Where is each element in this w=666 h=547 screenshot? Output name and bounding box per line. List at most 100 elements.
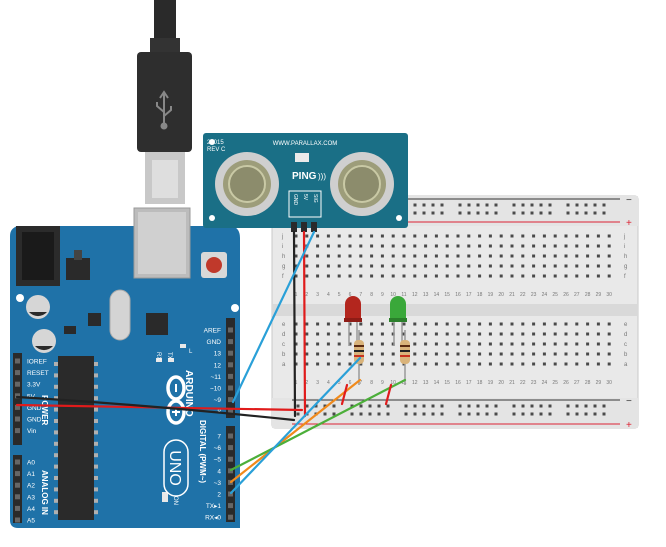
breadboard-hole[interactable] [532, 254, 536, 258]
rail-hole[interactable] [467, 203, 471, 207]
red-led[interactable] [344, 296, 362, 346]
breadboard-hole[interactable] [424, 244, 428, 248]
rail-hole[interactable] [296, 412, 300, 416]
breadboard-hole[interactable] [521, 342, 525, 346]
breadboard-hole[interactable] [510, 244, 514, 248]
breadboard-hole[interactable] [380, 332, 384, 336]
breadboard-hole[interactable] [456, 254, 460, 258]
rail-hole[interactable] [494, 412, 498, 416]
breadboard-hole[interactable] [521, 254, 525, 258]
rail-hole[interactable] [377, 404, 381, 408]
breadboard-hole[interactable] [456, 342, 460, 346]
breadboard-hole[interactable] [510, 234, 514, 238]
breadboard-hole[interactable] [326, 244, 330, 248]
breadboard-hole[interactable] [424, 274, 428, 278]
breadboard-hole[interactable] [478, 332, 482, 336]
rail-hole[interactable] [566, 404, 570, 408]
rail-hole[interactable] [431, 404, 435, 408]
breadboard-hole[interactable] [607, 332, 611, 336]
breadboard-hole[interactable] [521, 352, 525, 356]
digital-pin[interactable] [228, 456, 233, 462]
breadboard-hole[interactable] [467, 322, 471, 326]
breadboard-hole[interactable] [391, 362, 395, 366]
breadboard-hole[interactable] [586, 332, 590, 336]
breadboard-hole[interactable] [391, 332, 395, 336]
breadboard-hole[interactable] [467, 234, 471, 238]
breadboard-hole[interactable] [326, 322, 330, 326]
rail-hole[interactable] [404, 404, 408, 408]
breadboard-hole[interactable] [499, 274, 503, 278]
breadboard-hole[interactable] [348, 322, 352, 326]
breadboard-hole[interactable] [488, 234, 492, 238]
breadboard-hole[interactable] [488, 274, 492, 278]
breadboard-hole[interactable] [294, 234, 298, 238]
breadboard-hole[interactable] [359, 244, 363, 248]
breadboard-hole[interactable] [380, 362, 384, 366]
breadboard-hole[interactable] [467, 352, 471, 356]
breadboard-hole[interactable] [478, 322, 482, 326]
breadboard-hole[interactable] [424, 234, 428, 238]
breadboard-hole[interactable] [294, 342, 298, 346]
breadboard-hole[interactable] [380, 234, 384, 238]
breadboard-hole[interactable] [305, 332, 309, 336]
rail-hole[interactable] [431, 211, 435, 215]
rail-hole[interactable] [413, 211, 417, 215]
rail-hole[interactable] [431, 412, 435, 416]
breadboard-hole[interactable] [413, 352, 417, 356]
breadboard-hole[interactable] [434, 254, 438, 258]
breadboard-hole[interactable] [532, 234, 536, 238]
breadboard-hole[interactable] [402, 244, 406, 248]
rail-hole[interactable] [593, 203, 597, 207]
rail-hole[interactable] [566, 211, 570, 215]
rail-hole[interactable] [458, 203, 462, 207]
breadboard-hole[interactable] [607, 274, 611, 278]
breadboard-hole[interactable] [564, 332, 568, 336]
breadboard-hole[interactable] [434, 274, 438, 278]
rail-hole[interactable] [494, 404, 498, 408]
breadboard-hole[interactable] [478, 352, 482, 356]
rail-hole[interactable] [539, 211, 543, 215]
breadboard-hole[interactable] [542, 362, 546, 366]
breadboard-hole[interactable] [370, 244, 374, 248]
breadboard-hole[interactable] [337, 234, 341, 238]
rail-hole[interactable] [575, 203, 579, 207]
breadboard-hole[interactable] [499, 244, 503, 248]
rail-hole[interactable] [593, 211, 597, 215]
breadboard-hole[interactable] [305, 264, 309, 268]
breadboard-hole[interactable] [510, 332, 514, 336]
breadboard-hole[interactable] [348, 342, 352, 346]
breadboard-hole[interactable] [456, 322, 460, 326]
breadboard-hole[interactable] [326, 342, 330, 346]
power-pin[interactable] [15, 428, 20, 434]
breadboard-hole[interactable] [413, 264, 417, 268]
breadboard-hole[interactable] [499, 342, 503, 346]
breadboard-hole[interactable] [488, 362, 492, 366]
rail-hole[interactable] [530, 404, 534, 408]
breadboard-hole[interactable] [521, 264, 525, 268]
breadboard-hole[interactable] [445, 352, 449, 356]
breadboard-hole[interactable] [294, 254, 298, 258]
breadboard-hole[interactable] [532, 244, 536, 248]
rail-hole[interactable] [512, 203, 516, 207]
breadboard-hole[interactable] [370, 342, 374, 346]
breadboard-hole[interactable] [434, 342, 438, 346]
breadboard-hole[interactable] [445, 322, 449, 326]
breadboard-hole[interactable] [434, 352, 438, 356]
rail-hole[interactable] [377, 412, 381, 416]
breadboard-hole[interactable] [521, 332, 525, 336]
breadboard-hole[interactable] [596, 234, 600, 238]
breadboard-hole[interactable] [488, 332, 492, 336]
breadboard-hole[interactable] [542, 234, 546, 238]
rail-hole[interactable] [431, 203, 435, 207]
breadboard-hole[interactable] [316, 244, 320, 248]
breadboard-hole[interactable] [445, 244, 449, 248]
breadboard-hole[interactable] [326, 254, 330, 258]
breadboard-hole[interactable] [380, 244, 384, 248]
wire-sensor-gnd[interactable] [292, 230, 297, 418]
breadboard-hole[interactable] [521, 244, 525, 248]
rail-hole[interactable] [593, 404, 597, 408]
wire-green-led-ground[interactable] [384, 383, 393, 406]
digital-top-pin[interactable] [228, 362, 233, 368]
breadboard-hole[interactable] [359, 254, 363, 258]
rail-hole[interactable] [548, 412, 552, 416]
